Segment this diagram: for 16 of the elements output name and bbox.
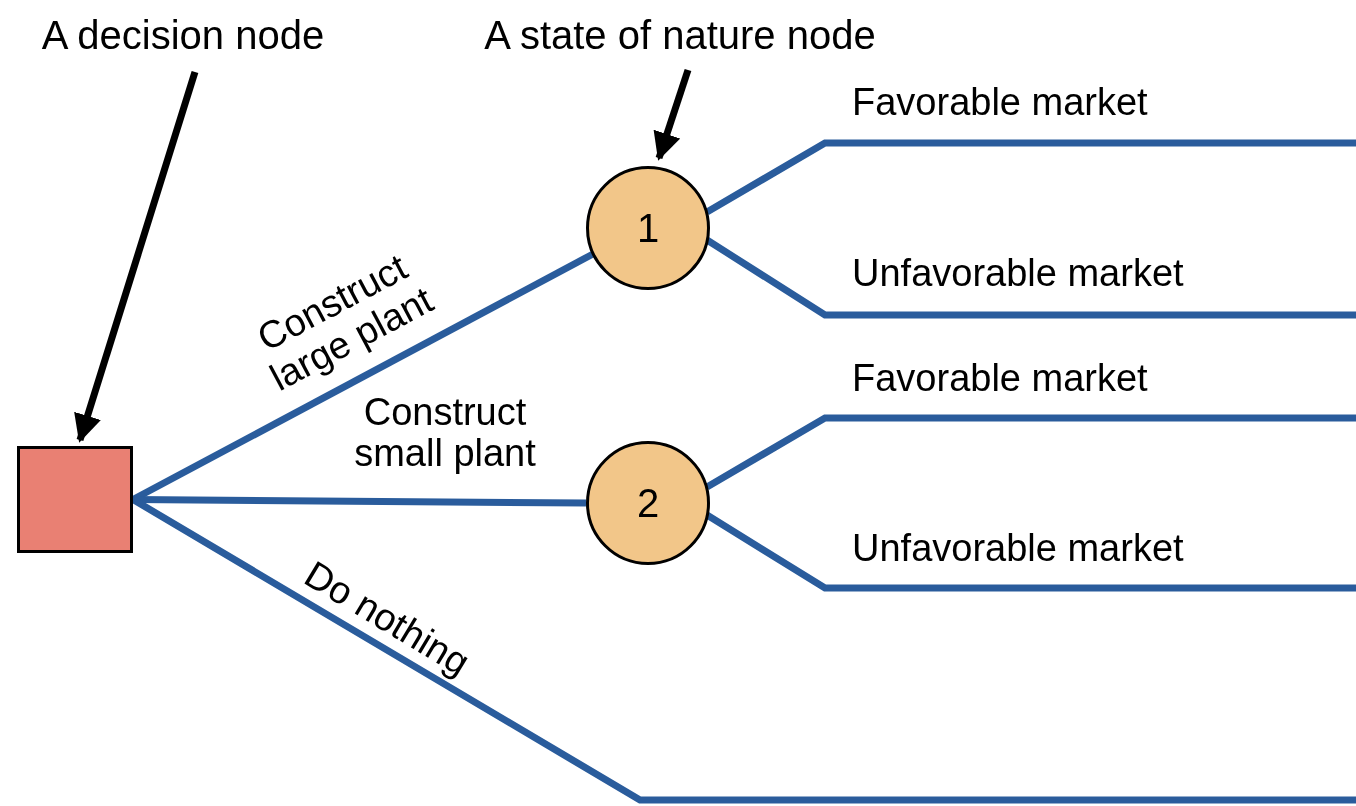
tree-branch: [705, 512, 1356, 592]
edge-label: Construct small plant: [353, 392, 537, 475]
decision-square: [17, 446, 133, 553]
tree-branch: [705, 237, 1356, 319]
callout-text: A decision node: [41, 15, 325, 55]
tree-branch: [705, 414, 1356, 491]
node-number: 2: [636, 483, 660, 523]
callout-text: A state of nature node: [484, 15, 876, 55]
leader-arrow: [74, 70, 199, 443]
edge-label: Favorable market: [852, 358, 1148, 400]
edge-label: Unfavorable market: [852, 253, 1184, 295]
edge-label: Favorable market: [852, 82, 1148, 124]
node-number: 1: [636, 208, 660, 248]
tree-branch: [705, 139, 1356, 216]
edge-label: Unfavorable market: [852, 528, 1184, 570]
leader-arrow: [653, 68, 692, 161]
